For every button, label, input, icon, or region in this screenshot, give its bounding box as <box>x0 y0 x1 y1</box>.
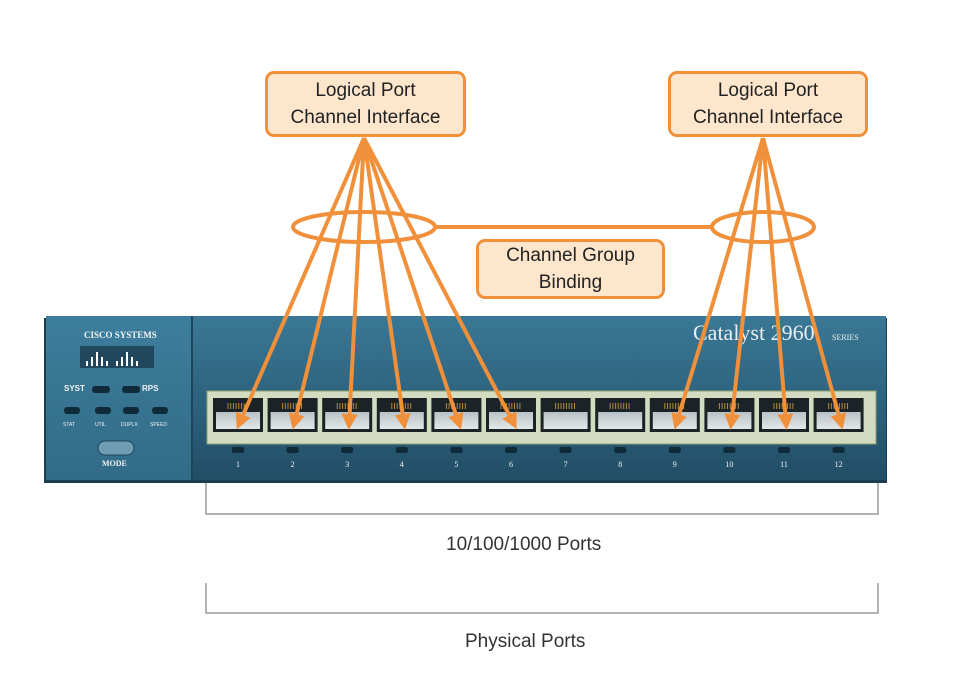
channel-arrow <box>235 137 366 430</box>
port-led <box>232 447 244 453</box>
physical-bracket <box>205 583 879 614</box>
port-pins <box>227 403 248 409</box>
port-led <box>286 447 299 453</box>
logical-port-right-box: Logical Port Channel Interface <box>668 71 868 137</box>
channel-arrow <box>761 137 794 430</box>
util-led <box>95 407 111 414</box>
port-jack <box>707 412 752 429</box>
port-led <box>341 447 354 453</box>
port-number: 3 <box>345 460 349 469</box>
channel-arrow <box>362 137 411 430</box>
port-pins <box>555 403 575 409</box>
port-jack <box>598 412 643 429</box>
speed-led <box>152 407 168 414</box>
port-led <box>778 447 790 453</box>
port-number: 4 <box>400 460 404 469</box>
channel-group-line2: Binding <box>538 272 603 293</box>
channel-arrow <box>288 137 366 430</box>
led-panel: SYST RPS STAT UTIL DUPLX SPEED <box>63 384 168 428</box>
port-number: 5 <box>454 460 458 469</box>
logical-left-line1: Logical Port <box>315 80 416 101</box>
port-led <box>668 447 681 453</box>
cisco-logo: CISCO SYSTEMS <box>80 330 157 368</box>
port-number: 11 <box>780 460 788 469</box>
physical-bracket-label: Physical Ports <box>465 631 586 652</box>
syst-label: SYST <box>64 384 85 393</box>
ports-bracket-label: 10/100/1000 Ports <box>446 534 602 555</box>
series-text: SERIES <box>832 333 859 342</box>
port-number: 2 <box>291 460 295 469</box>
port-jack <box>543 412 588 429</box>
port-number: 6 <box>509 460 513 469</box>
port-number: 9 <box>673 460 677 469</box>
left-binding-ellipse <box>291 210 437 244</box>
port-led <box>559 447 572 453</box>
port-number: 10 <box>725 460 733 469</box>
channel-arrow <box>724 137 765 430</box>
mode-label: MODE <box>102 459 127 468</box>
port-led <box>395 447 408 453</box>
channel-arrow <box>341 137 366 430</box>
ethernet-port <box>649 398 700 432</box>
port-array <box>213 398 864 432</box>
port-number: 7 <box>564 460 568 469</box>
mode-button[interactable] <box>97 440 135 456</box>
ethernet-port <box>540 398 591 432</box>
syst-led <box>92 386 110 393</box>
ethernet-port <box>595 398 646 432</box>
right-binding-ellipse <box>710 210 816 244</box>
ethernet-port <box>267 398 318 432</box>
channel-arrow <box>362 137 517 430</box>
logical-right-line2: Channel Interface <box>693 107 843 128</box>
rps-led <box>122 386 140 393</box>
ethernet-port <box>213 398 263 432</box>
channel-arrow <box>362 137 464 430</box>
port-led <box>723 447 736 453</box>
duplx-led <box>123 407 139 414</box>
logical-port-left-box: Logical Port Channel Interface <box>265 71 466 137</box>
ports-bracket <box>205 483 879 515</box>
speed-label: SPEED <box>150 422 167 428</box>
rps-label: RPS <box>142 384 159 393</box>
util-label: UTIL <box>95 422 106 428</box>
port-pins <box>609 403 630 409</box>
channel-group-line1: Channel Group <box>506 245 635 266</box>
port-jack <box>216 412 260 429</box>
brand-text: CISCO SYSTEMS <box>84 330 157 340</box>
port-number: 8 <box>618 460 622 469</box>
logical-left-line2: Channel Interface <box>290 107 441 128</box>
ethernet-port <box>322 398 373 432</box>
channel-group-binding-box: Channel Group Binding <box>476 239 665 299</box>
port-led <box>450 447 463 453</box>
port-jack <box>270 412 315 429</box>
duplx-label: DUPLX <box>121 422 138 428</box>
port-jack <box>325 412 370 429</box>
port-led <box>505 447 517 453</box>
port-led <box>832 447 845 453</box>
channel-arrow <box>671 137 765 430</box>
port-number: 1 <box>236 460 240 469</box>
port-number: 12 <box>835 460 843 469</box>
mode-button-group: MODE <box>97 440 135 468</box>
channel-arrows <box>235 137 847 430</box>
port-jack <box>652 412 697 429</box>
ethernet-port <box>704 398 755 432</box>
stat-label: STAT <box>63 422 75 428</box>
channel-binding <box>291 210 816 244</box>
port-led <box>614 447 627 453</box>
ethernet-port <box>813 398 864 432</box>
logical-right-line1: Logical Port <box>717 80 819 101</box>
model-text: Catalyst 2960 <box>693 320 815 345</box>
stat-led <box>64 407 80 414</box>
channel-arrow <box>761 137 847 430</box>
